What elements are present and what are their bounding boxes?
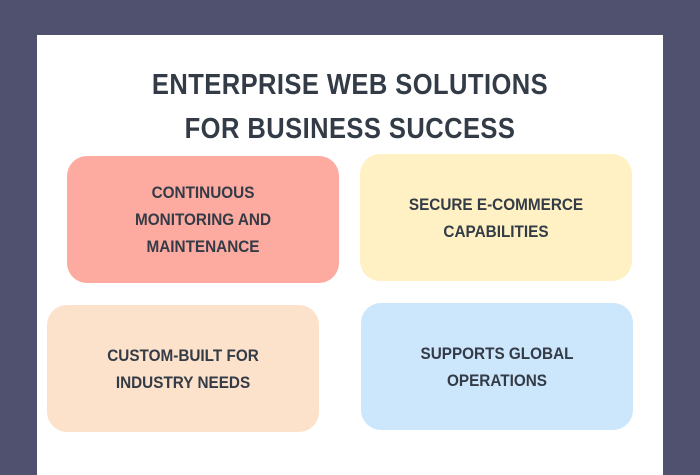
infographic-panel: ENTERPRISE WEB SOLUTIONS FOR BUSINESS SU… (37, 35, 663, 475)
card-label: SECURE E-COMMERCE CAPABILITIES (408, 194, 584, 241)
card-label: CUSTOM-BUILT FOR INDUSTRY NEEDS (107, 345, 259, 392)
card-continuous-monitoring: CONTINUOUS MONITORING AND MAINTENANCE (67, 156, 339, 283)
card-custom-built: CUSTOM-BUILT FOR INDUSTRY NEEDS (47, 305, 319, 432)
card-label: SUPPORTS GLOBAL OPERATIONS (420, 343, 574, 390)
page-title: ENTERPRISE WEB SOLUTIONS FOR BUSINESS SU… (37, 63, 663, 151)
title-text: ENTERPRISE WEB SOLUTIONS FOR BUSINESS SU… (151, 69, 549, 145)
card-global-operations: SUPPORTS GLOBAL OPERATIONS (361, 303, 633, 430)
card-secure-ecommerce: SECURE E-COMMERCE CAPABILITIES (360, 154, 632, 281)
card-label: CONTINUOUS MONITORING AND MAINTENANCE (134, 183, 271, 256)
